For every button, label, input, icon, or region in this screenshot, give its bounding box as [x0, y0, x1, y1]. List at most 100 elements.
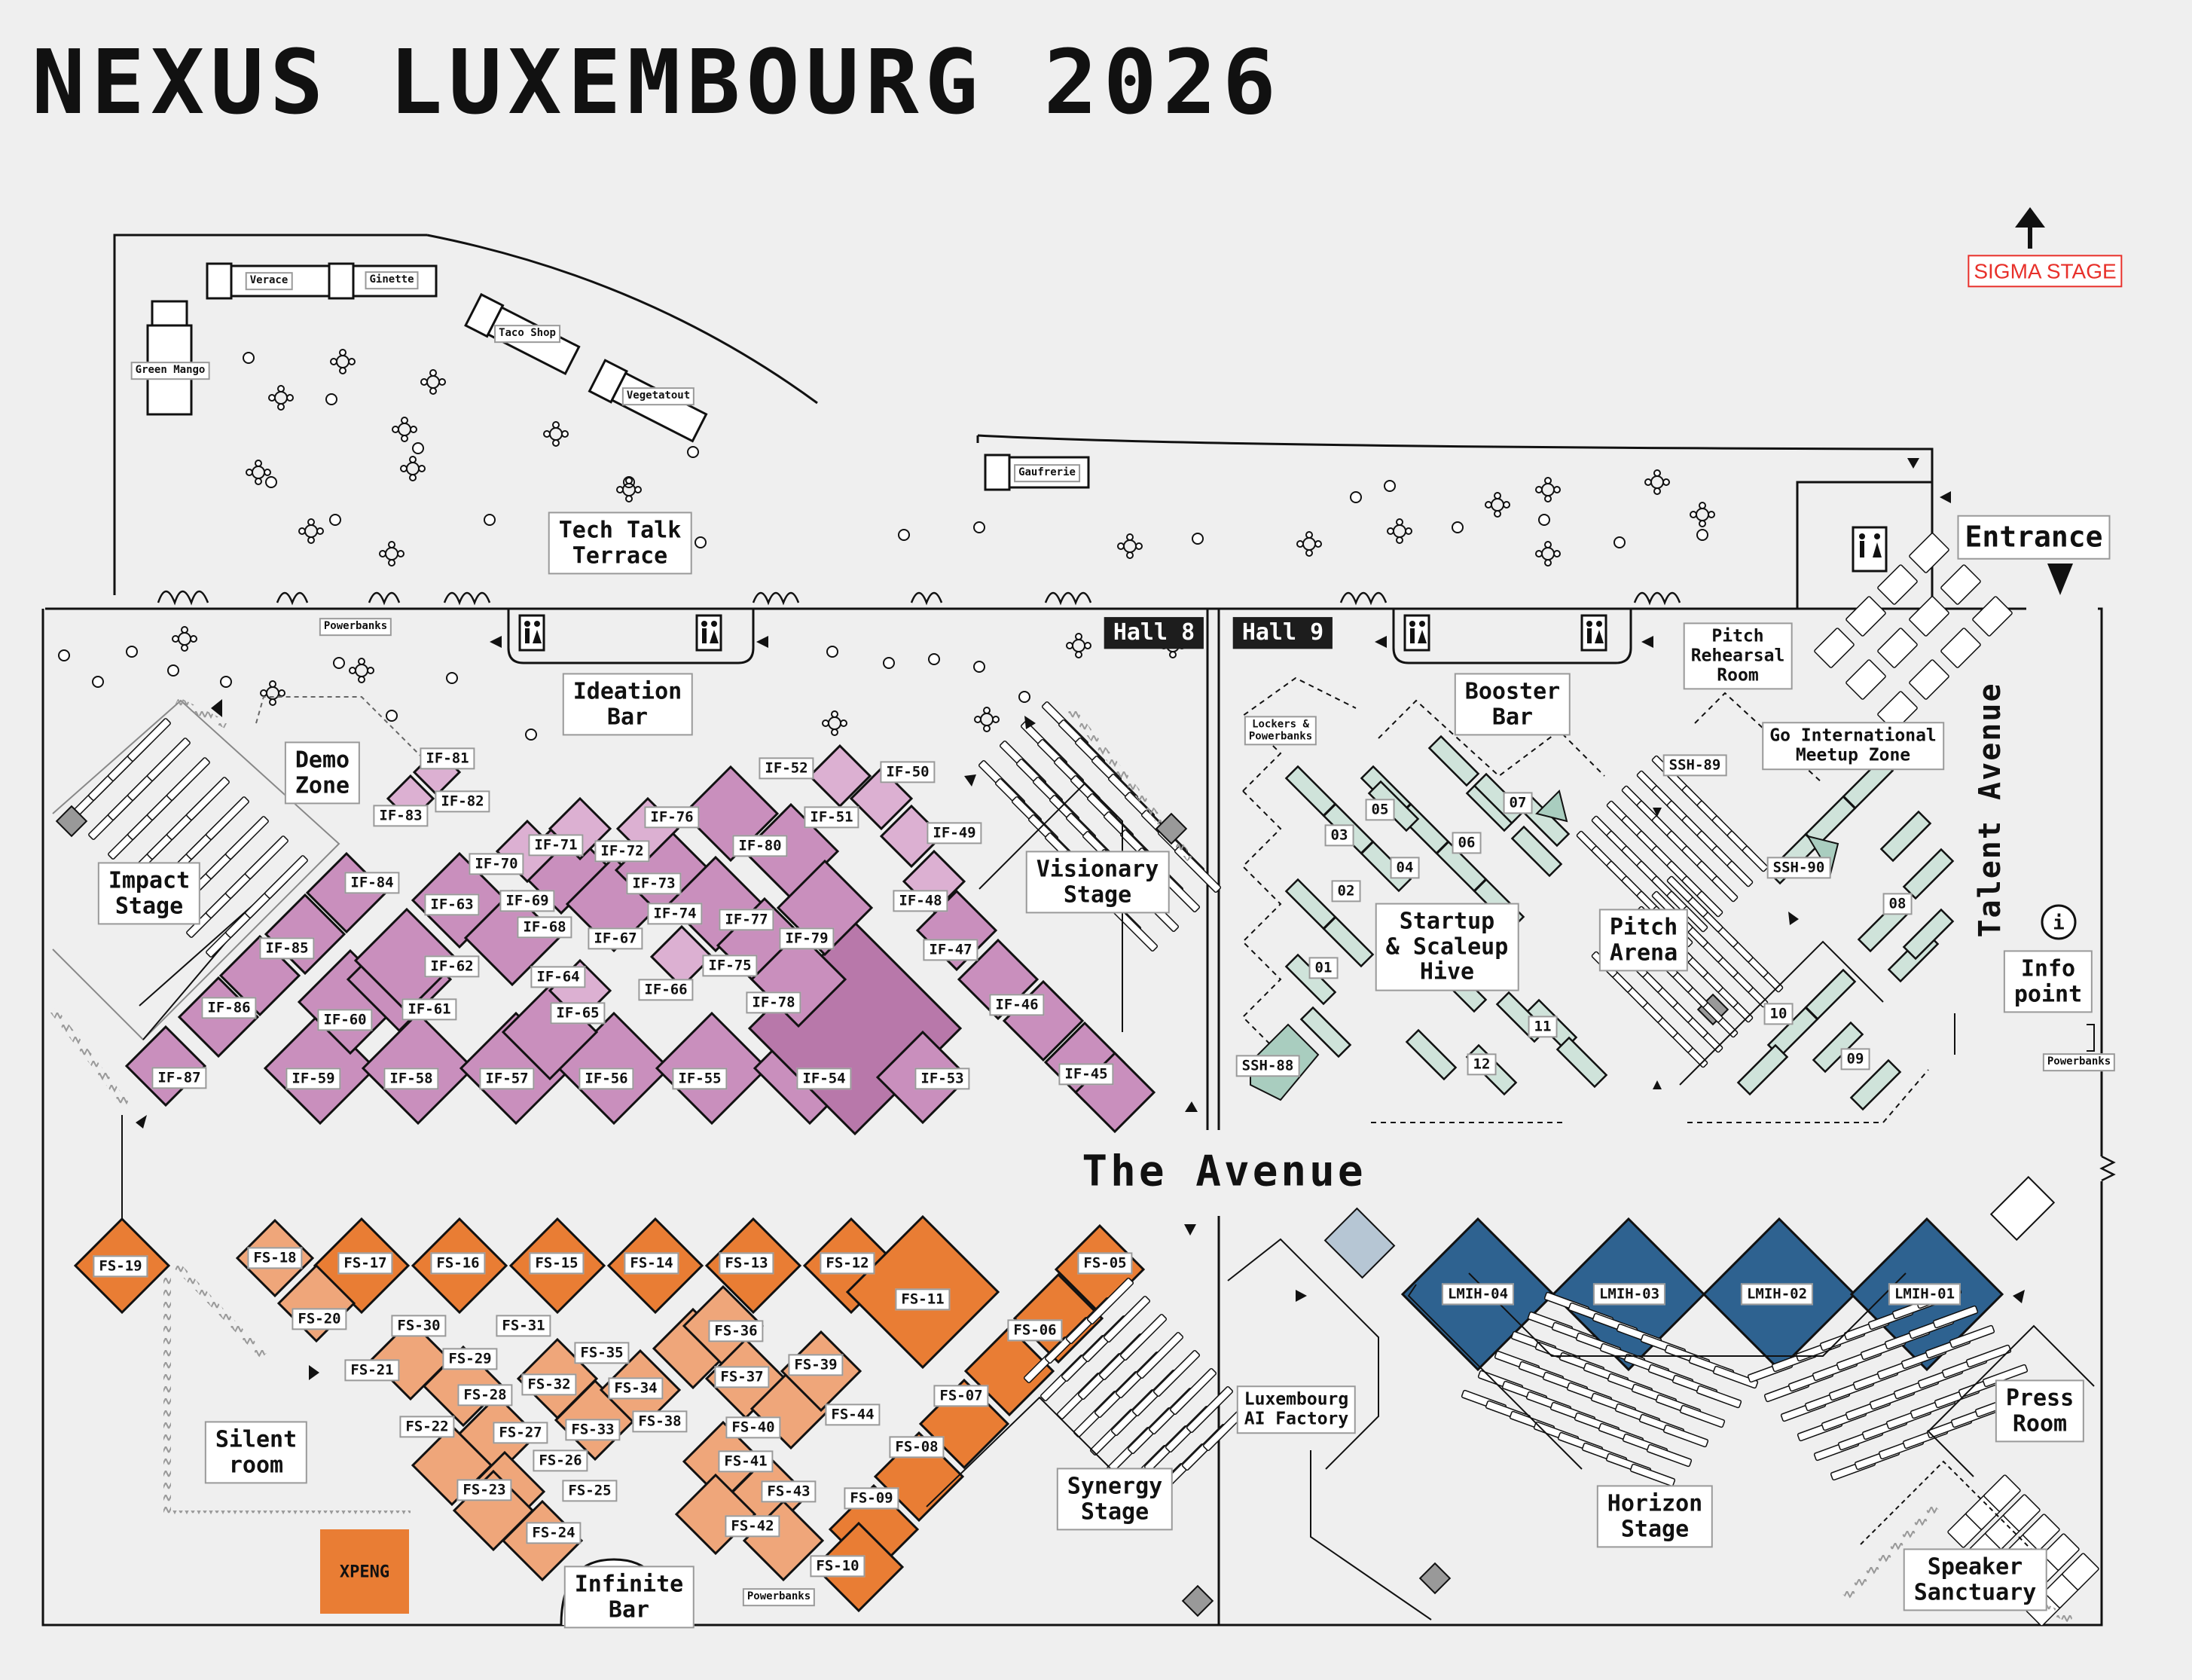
stall-if-71[interactable]: IF-71 — [528, 834, 584, 857]
stall-fs-40[interactable]: FS-40 — [725, 1416, 781, 1439]
stall-if-58[interactable]: IF-58 — [383, 1068, 439, 1090]
stall-if-56[interactable]: IF-56 — [579, 1068, 634, 1090]
stall-if-64[interactable]: IF-64 — [530, 966, 586, 988]
food-truck-ginette[interactable]: Ginette — [365, 271, 419, 289]
stall-fs-18[interactable]: FS-18 — [247, 1247, 303, 1269]
stall-fs-11[interactable]: FS-11 — [895, 1288, 951, 1311]
stall-fs-13[interactable]: FS-13 — [719, 1252, 774, 1275]
demo-zone[interactable]: Demo Zone — [284, 741, 361, 805]
stall-if-77[interactable]: IF-77 — [719, 909, 774, 931]
info-point[interactable]: Info point — [2003, 950, 2093, 1013]
booster-bar[interactable]: Booster Bar — [1454, 673, 1571, 736]
stall-if-75[interactable]: IF-75 — [702, 955, 758, 977]
entrance-sign[interactable]: Entrance — [1957, 515, 2111, 560]
stall-if-76[interactable]: IF-76 — [644, 806, 700, 829]
stall-if-50[interactable]: IF-50 — [880, 761, 936, 783]
stall-n01[interactable]: 01 — [1308, 957, 1339, 979]
visionary-stage[interactable]: Visionary Stage — [1025, 851, 1170, 914]
go-international-meetup-zone[interactable]: Go International Meetup Zone — [1762, 722, 1944, 770]
infinite-bar[interactable]: Infinite Bar — [563, 1565, 695, 1629]
food-truck-vegetatout[interactable]: Vegetatout — [621, 387, 695, 405]
stall-fs-37[interactable]: FS-37 — [714, 1366, 770, 1388]
stall-fs-36[interactable]: FS-36 — [708, 1320, 764, 1342]
stall-n06[interactable]: 06 — [1452, 832, 1482, 854]
stall-ssh-90[interactable]: SSH-90 — [1766, 857, 1831, 879]
ideation-bar[interactable]: Ideation Bar — [562, 673, 693, 736]
stall-if-65[interactable]: IF-65 — [550, 1002, 606, 1025]
stall-if-61[interactable]: IF-61 — [401, 998, 457, 1021]
food-truck-green-mango[interactable]: Green Mango — [130, 362, 210, 380]
stall-if-80[interactable]: IF-80 — [732, 835, 788, 857]
stall-if-73[interactable]: IF-73 — [626, 872, 682, 895]
stall-n10[interactable]: 10 — [1763, 1003, 1794, 1025]
stall-lmih-01[interactable]: LMIH-01 — [1888, 1283, 1962, 1306]
stall-if-62[interactable]: IF-62 — [424, 955, 480, 978]
stall-fs-14[interactable]: FS-14 — [624, 1252, 679, 1275]
stall-fs-20[interactable]: FS-20 — [292, 1308, 347, 1330]
stall-if-60[interactable]: IF-60 — [317, 1009, 373, 1031]
stall-if-48[interactable]: IF-48 — [893, 890, 948, 912]
stall-fs-09[interactable]: FS-09 — [844, 1487, 899, 1510]
stall-n08[interactable]: 08 — [1882, 893, 1913, 915]
stall-fs-32[interactable]: FS-32 — [521, 1373, 577, 1396]
stall-if-51[interactable]: IF-51 — [804, 806, 859, 829]
stall-fs-34[interactable]: FS-34 — [608, 1377, 664, 1400]
stall-ssh-88[interactable]: SSH-88 — [1235, 1055, 1300, 1077]
press-room[interactable]: Press Room — [1995, 1379, 2085, 1443]
stall-if-67[interactable]: IF-67 — [588, 927, 643, 950]
stall-if-53[interactable]: IF-53 — [914, 1068, 970, 1090]
stall-fs-08[interactable]: FS-08 — [889, 1436, 945, 1459]
stall-if-47[interactable]: IF-47 — [923, 939, 978, 961]
stall-lmih-02[interactable]: LMIH-02 — [1740, 1283, 1814, 1306]
stall-if-72[interactable]: IF-72 — [594, 840, 650, 863]
stall-fs-26[interactable]: FS-26 — [533, 1449, 588, 1472]
stall-n11[interactable]: 11 — [1528, 1016, 1558, 1038]
stall-fs-19[interactable]: FS-19 — [93, 1255, 148, 1278]
stall-fs-28[interactable]: FS-28 — [457, 1384, 513, 1407]
stall-fs-33[interactable]: FS-33 — [565, 1419, 621, 1441]
stall-fs-12[interactable]: FS-12 — [820, 1252, 875, 1275]
stall-if-87[interactable]: IF-87 — [151, 1067, 207, 1089]
stall-if-49[interactable]: IF-49 — [927, 822, 982, 845]
stall-fs-24[interactable]: FS-24 — [526, 1522, 582, 1544]
stall-if-84[interactable]: IF-84 — [344, 872, 400, 894]
stall-if-54[interactable]: IF-54 — [796, 1068, 852, 1090]
stall-if-83[interactable]: IF-83 — [373, 805, 429, 827]
stall-fs-38[interactable]: FS-38 — [632, 1410, 688, 1433]
stall-if-70[interactable]: IF-70 — [469, 853, 524, 875]
impact-stage[interactable]: Impact Stage — [97, 862, 201, 925]
pitch-arena[interactable]: Pitch Arena — [1598, 909, 1689, 972]
stall-if-74[interactable]: IF-74 — [647, 903, 703, 925]
stall-if-78[interactable]: IF-78 — [746, 991, 801, 1014]
stall-fs-29[interactable]: FS-29 — [442, 1348, 498, 1370]
food-truck-gaufrerie[interactable]: Gaufrerie — [1014, 464, 1080, 482]
stall-if-57[interactable]: IF-57 — [479, 1068, 535, 1090]
stall-n03[interactable]: 03 — [1324, 824, 1354, 847]
stall-if-52[interactable]: IF-52 — [759, 757, 814, 780]
stall-lmih-03[interactable]: LMIH-03 — [1592, 1283, 1666, 1306]
stall-if-82[interactable]: IF-82 — [435, 790, 490, 813]
stall-n12[interactable]: 12 — [1467, 1053, 1497, 1076]
stall-fs-35[interactable]: FS-35 — [574, 1342, 630, 1364]
stall-if-63[interactable]: IF-63 — [424, 893, 480, 916]
stall-ssh-89[interactable]: SSH-89 — [1662, 754, 1727, 777]
food-truck-verace[interactable]: Verace — [245, 272, 293, 290]
sigma-stage-sign[interactable]: SIGMA STAGE — [1968, 255, 2123, 288]
synergy-stage[interactable]: Synergy Stage — [1056, 1468, 1174, 1531]
stall-fs-16[interactable]: FS-16 — [430, 1252, 486, 1275]
xpeng-label[interactable]: XPENG — [339, 1562, 390, 1582]
stall-n07[interactable]: 07 — [1503, 792, 1533, 814]
stall-fs-07[interactable]: FS-07 — [933, 1385, 989, 1407]
stall-fs-25[interactable]: FS-25 — [562, 1480, 618, 1502]
silent-room[interactable]: Silent room — [204, 1421, 308, 1484]
stall-if-66[interactable]: IF-66 — [638, 979, 694, 1001]
luxembourg-ai-factory[interactable]: Luxembourg AI Factory — [1236, 1385, 1357, 1434]
stall-n02[interactable]: 02 — [1331, 880, 1361, 903]
tech-talk-terrace[interactable]: Tech Talk Terrace — [548, 512, 692, 575]
stall-if-68[interactable]: IF-68 — [517, 916, 572, 939]
pitch-rehearsal-room[interactable]: Pitch Rehearsal Room — [1683, 622, 1793, 690]
lockers-powerbanks[interactable]: Lockers & Powerbanks — [1244, 716, 1317, 746]
stall-n05[interactable]: 05 — [1365, 799, 1395, 821]
stall-fs-23[interactable]: FS-23 — [456, 1479, 512, 1501]
stall-n04[interactable]: 04 — [1390, 857, 1420, 879]
